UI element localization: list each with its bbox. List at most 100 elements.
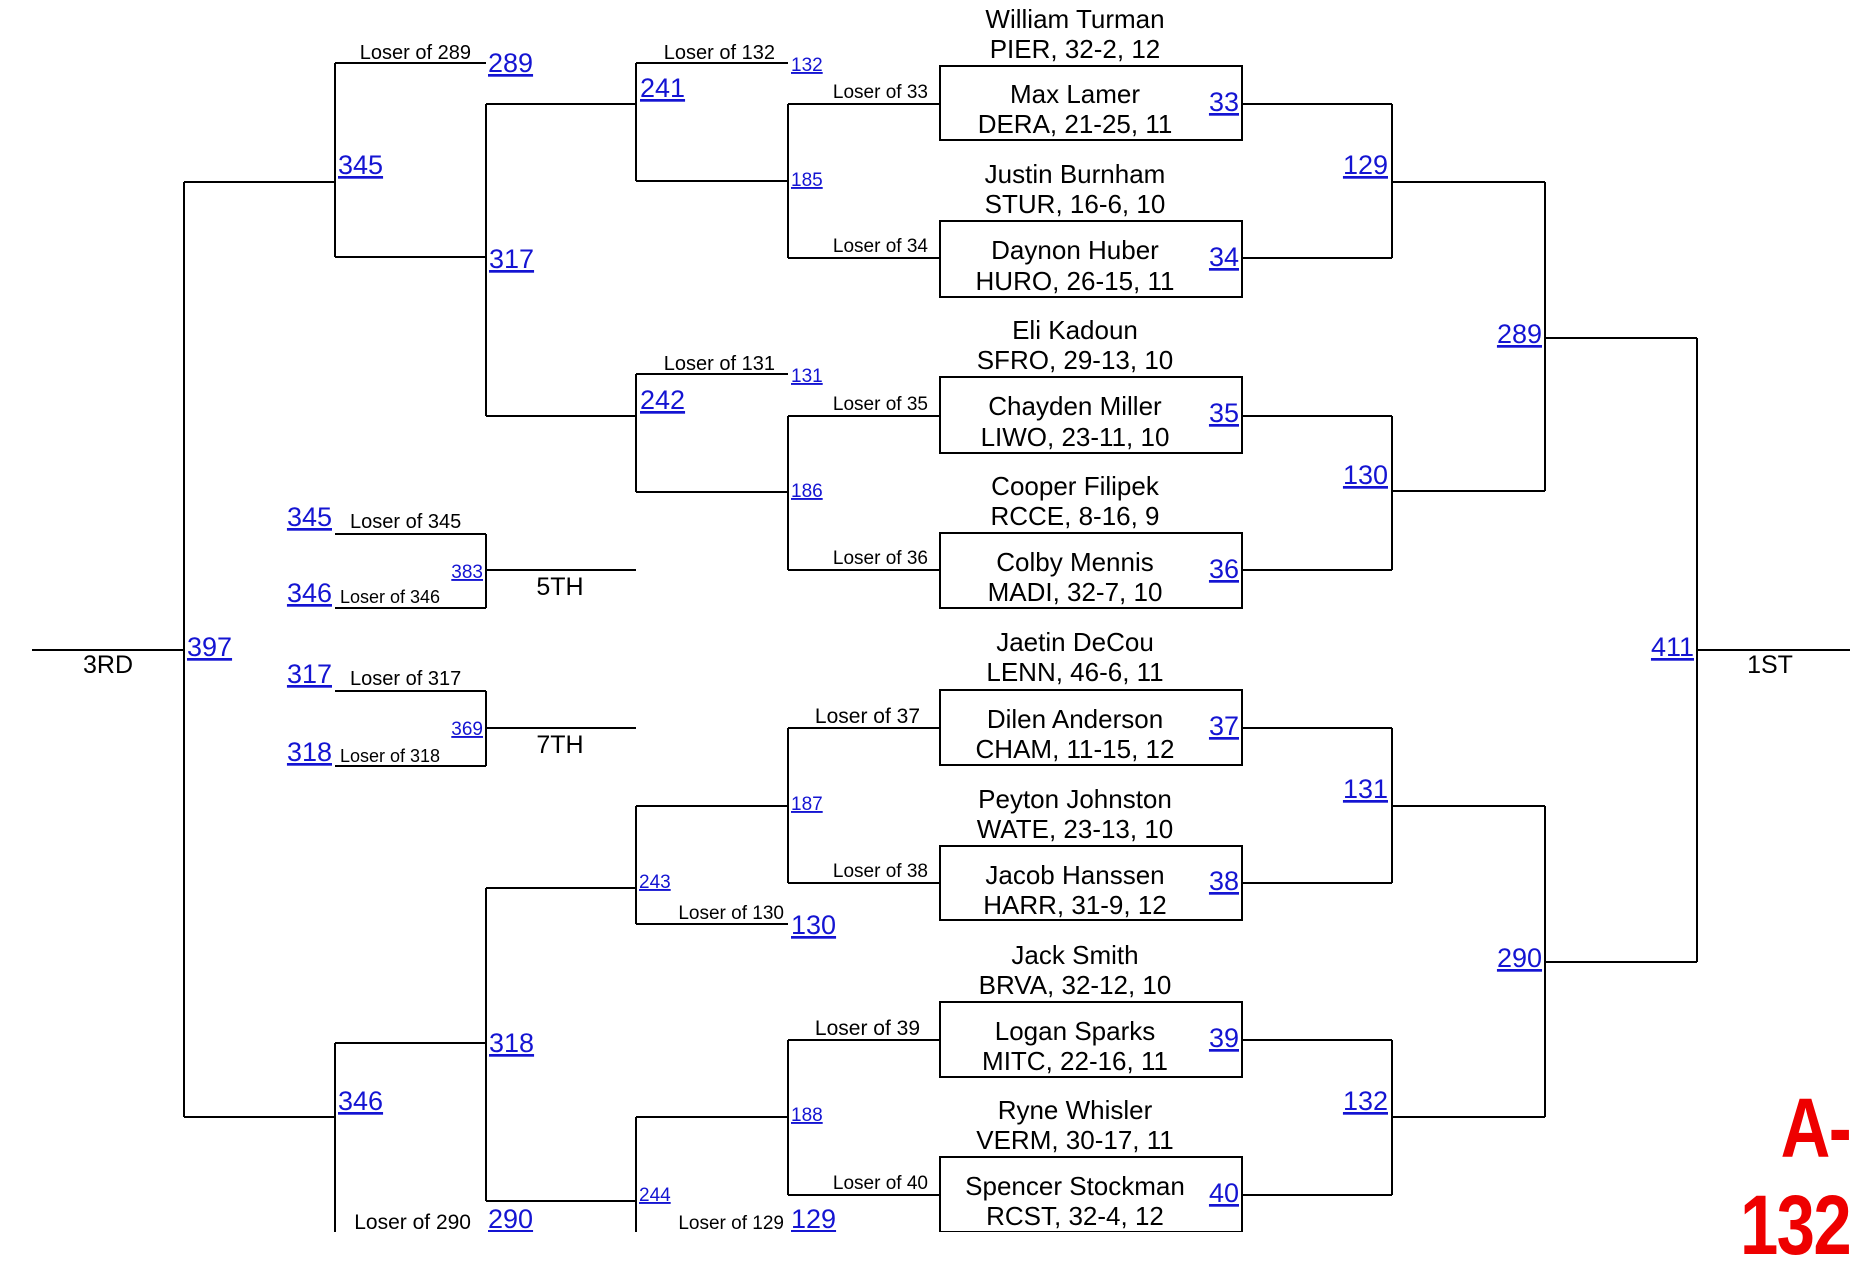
feed-label: Loser of 318: [340, 746, 440, 766]
bout-link[interactable]: 289: [488, 48, 533, 78]
feed-label: Loser of 129: [678, 1213, 784, 1232]
semi-connectors: [1544, 182, 1697, 1117]
wrestler-name: Peyton Johnston: [978, 784, 1172, 814]
feed-label: Loser of 130: [678, 903, 784, 924]
bout-link[interactable]: 318: [287, 737, 332, 767]
feed-label: Loser of 317: [350, 668, 461, 690]
wrestler-name: Jaetin DeCou: [996, 627, 1154, 657]
weight-class-stamp: A-132: [1739, 1081, 1852, 1272]
wrestler-info: RCCE, 8-16, 9: [990, 501, 1159, 531]
wrestler-info: MITC, 22-16, 11: [982, 1046, 1168, 1076]
bout-link[interactable]: 132: [791, 55, 823, 76]
bout-link[interactable]: 132: [1343, 1086, 1388, 1116]
wrestler-labels: William Turman PIER, 32-2, 12 Max Lamer …: [965, 4, 1185, 1231]
feed-label: Loser of 38: [833, 861, 928, 882]
wrestler-info: BRVA, 32-12, 10: [979, 970, 1172, 1000]
seventh-place-bracket: 317 Loser of 317 318 Loser of 318 369 7T…: [287, 659, 636, 767]
wrestler-info: WATE, 23-13, 10: [977, 814, 1174, 844]
bout-link[interactable]: 37: [1209, 711, 1239, 741]
bout-link[interactable]: 345: [338, 150, 383, 180]
feed-label: Loser of 35: [833, 394, 928, 415]
consolation-second-round-lines: [635, 62, 788, 1232]
bout-link[interactable]: 40: [1209, 1178, 1239, 1208]
wrestler-info: HURO, 26-15, 11: [976, 266, 1175, 296]
wrestler-name: Daynon Huber: [991, 235, 1159, 265]
bout-link[interactable]: 243: [639, 872, 671, 893]
quarter-bout-links: 129 130 131 132: [1343, 150, 1388, 1116]
wrestler-name: Eli Kadoun: [1012, 315, 1138, 345]
third-place-bout-link[interactable]: 397: [187, 632, 232, 662]
wrestler-info: RCST, 32-4, 12: [986, 1201, 1164, 1231]
wrestler-name: Ryne Whisler: [998, 1095, 1153, 1125]
bout-link[interactable]: 129: [791, 1204, 836, 1232]
bout-link[interactable]: 242: [640, 385, 685, 415]
bout-link[interactable]: 290: [1497, 943, 1542, 973]
wrestler-info: DERA, 21-25, 11: [978, 109, 1173, 139]
bout-link[interactable]: 130: [791, 910, 836, 940]
consolation-second-feeds: Loser of 132 132 Loser of 131 131 Loser …: [664, 42, 836, 1232]
bout-link[interactable]: 187: [791, 794, 823, 815]
bout-link[interactable]: 129: [1343, 150, 1388, 180]
feed-label: Loser of 40: [833, 1173, 928, 1194]
feed-label: Loser of 39: [815, 1017, 920, 1040]
bout-link[interactable]: 38: [1209, 866, 1239, 896]
semi-bout-links: 289 290: [1497, 319, 1542, 973]
bout-link[interactable]: 188: [791, 1105, 823, 1126]
bout-link[interactable]: 369: [451, 719, 483, 740]
bout-link[interactable]: 318: [489, 1028, 534, 1058]
feed-label: Loser of 346: [340, 587, 440, 607]
bout-link[interactable]: 244: [639, 1185, 671, 1206]
consolation-feed-labels: Loser of 33 Loser of 34 Loser of 35 Lose…: [815, 82, 928, 1194]
wrestler-info: STUR, 16-6, 10: [985, 189, 1166, 219]
wrestler-name: Max Lamer: [1010, 79, 1140, 109]
bout-link[interactable]: 345: [287, 502, 332, 532]
feed-label: Loser of 33: [833, 82, 928, 103]
first-place-label: 1ST: [1747, 651, 1793, 679]
bout-link[interactable]: 131: [1343, 774, 1388, 804]
bout-link[interactable]: 33: [1209, 87, 1239, 117]
final-bout-link[interactable]: 411: [1651, 632, 1694, 662]
wrestler-name: Logan Sparks: [995, 1016, 1155, 1046]
quarter-connectors: [1391, 104, 1545, 1195]
wrestler-name: Jacob Hanssen: [985, 860, 1164, 890]
feed-label: Loser of 36: [833, 548, 928, 569]
fifth-place-label: 5TH: [536, 573, 583, 601]
wrestler-info: SFRO, 29-13, 10: [977, 345, 1174, 375]
first-round-bout-links: 33 34 35 36 37 38 39 40: [1209, 87, 1239, 1208]
wrestling-bracket: William Turman PIER, 32-2, 12 Max Lamer …: [32, 4, 1850, 1232]
consolation-quarter-bout-links: 317 318: [489, 244, 534, 1058]
wrestler-info: HARR, 31-9, 12: [983, 890, 1167, 920]
wrestler-name: Chayden Miller: [988, 391, 1162, 421]
bout-link[interactable]: 317: [287, 659, 332, 689]
bout-link[interactable]: 35: [1209, 398, 1239, 428]
bout-link[interactable]: 346: [338, 1086, 383, 1116]
feed-label: Loser of 34: [833, 236, 928, 257]
feed-label: Loser of 289: [360, 42, 471, 64]
bout-link[interactable]: 186: [791, 481, 823, 502]
wrestler-name: Dilen Anderson: [987, 704, 1163, 734]
consolation-second-bout-links: 241 242 243 244: [639, 73, 685, 1206]
bout-link[interactable]: 346: [287, 578, 332, 608]
feed-label: Loser of 132: [664, 42, 775, 64]
wrestler-info: MADI, 32-7, 10: [988, 577, 1163, 607]
wrestler-info: LIWO, 23-11, 10: [981, 422, 1170, 452]
bout-link[interactable]: 241: [640, 73, 685, 103]
wrestler-info: CHAM, 11-15, 12: [976, 734, 1175, 764]
consolation-semi-feeds: Loser of 289 289 Loser of 290 290: [354, 42, 533, 1232]
wrestler-info: LENN, 46-6, 11: [986, 657, 1163, 687]
third-place-lines: [32, 181, 335, 1118]
bout-link[interactable]: 34: [1209, 242, 1239, 272]
bout-link[interactable]: 383: [451, 562, 483, 583]
bout-link[interactable]: 36: [1209, 554, 1239, 584]
bout-link[interactable]: 130: [1343, 460, 1388, 490]
bout-link[interactable]: 290: [488, 1204, 533, 1232]
bout-link[interactable]: 317: [489, 244, 534, 274]
consolation-quarter-lines: [485, 103, 636, 1202]
bout-link[interactable]: 39: [1209, 1023, 1239, 1053]
final-connectors: [1696, 338, 1850, 962]
bout-link[interactable]: 131: [791, 366, 823, 387]
bout-link[interactable]: 289: [1497, 319, 1542, 349]
bout-link[interactable]: 185: [791, 170, 823, 191]
seventh-place-label: 7TH: [536, 731, 583, 759]
wrestler-info: VERM, 30-17, 11: [976, 1125, 1174, 1155]
